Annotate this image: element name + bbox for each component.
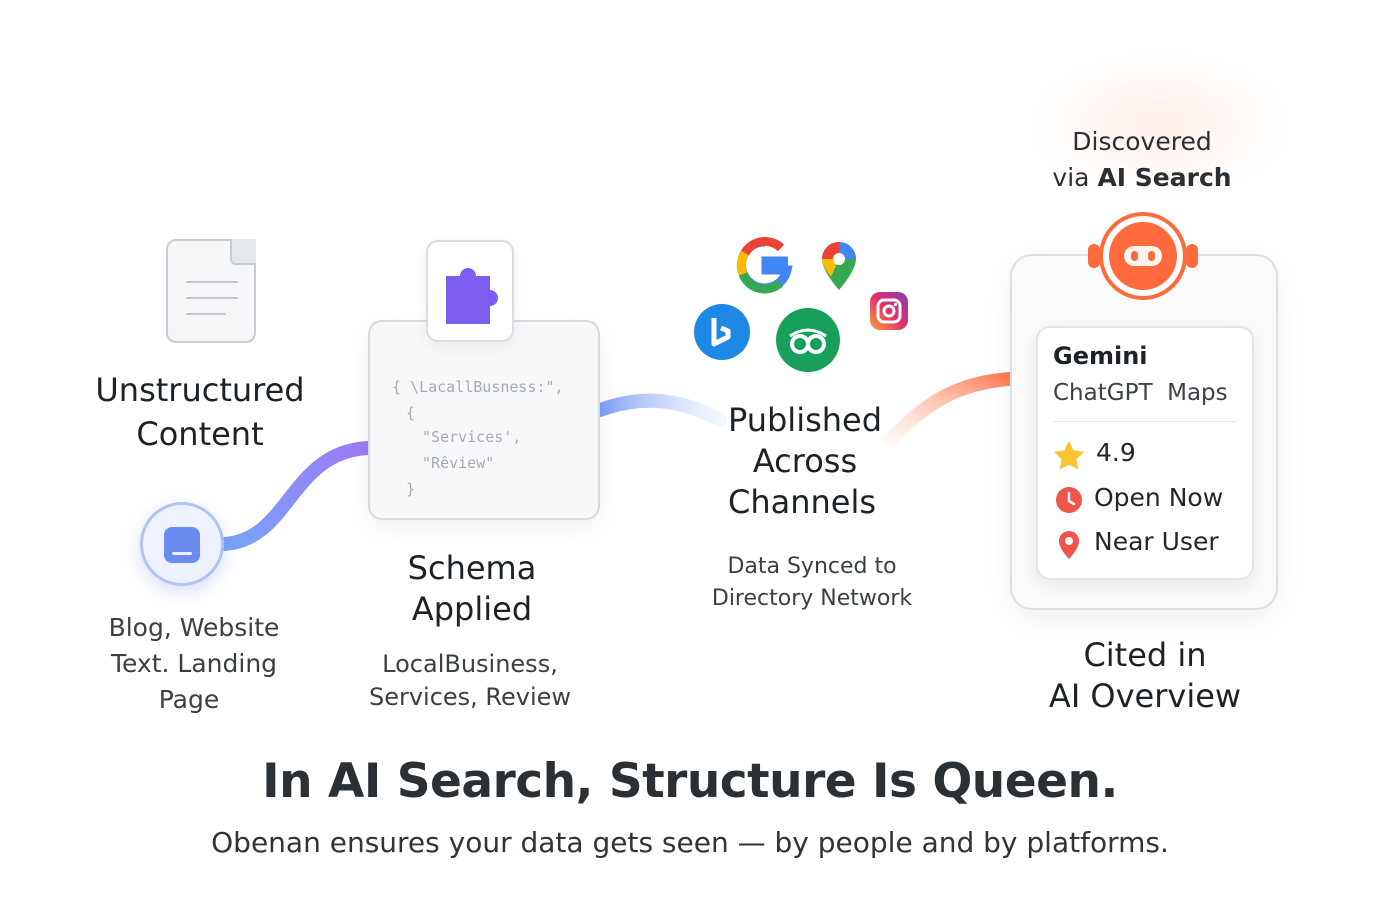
page-icon	[140, 502, 224, 586]
code-line: }	[406, 480, 416, 498]
ai-overview-title: Cited in AI Overview	[1048, 636, 1242, 715]
flow-curve-2	[593, 393, 727, 427]
rating-value: 4.9	[1096, 438, 1136, 467]
clock-icon	[1056, 487, 1082, 513]
code-line: { \LacallBusness:",	[392, 378, 564, 396]
schema-title: Schema Applied	[407, 549, 537, 628]
instagram-icon	[870, 292, 908, 330]
code-line: "Rêview"	[422, 454, 495, 472]
flow-curve-1	[217, 441, 375, 551]
google-maps-icon	[822, 242, 856, 290]
puzzle-icon-box	[426, 240, 514, 342]
google-icon	[736, 237, 793, 294]
star-icon	[1054, 441, 1084, 470]
published-title: Published Across Channels	[727, 401, 883, 521]
code-line: "Services',	[422, 428, 522, 446]
ai-glow	[1030, 50, 1290, 200]
location-label: Near User	[1094, 527, 1219, 556]
ai-card-divider	[1053, 421, 1237, 422]
open-status: Open Now	[1094, 483, 1224, 512]
tagline: Obenan ensures your data gets seen — by …	[211, 826, 1169, 859]
puzzle-icon	[446, 268, 498, 324]
unstructured-subtitle: Blog, Website Text. Landing Page	[108, 613, 280, 714]
robot-icon	[1088, 212, 1198, 300]
published-subtitle: Data Synced to Directory Network	[711, 554, 913, 611]
headline: In AI Search, Structure Is Queen.	[262, 754, 1118, 809]
ai-source-primary: Gemini	[1053, 342, 1148, 370]
unstructured-title: Unstructured Content	[95, 371, 305, 453]
pin-icon	[1059, 531, 1079, 559]
document-icon	[166, 239, 256, 343]
schema-subtitle: LocalBusiness, Services, Review	[368, 650, 572, 711]
code-line: {	[406, 404, 416, 422]
tripadvisor-icon	[776, 308, 840, 372]
discovered-label: Discovered via AI Search	[1052, 127, 1232, 192]
ai-source-secondary: ChatGPT Maps	[1053, 380, 1228, 406]
schema-code-card: { \LacallBusness:", { "Services', "Rêvie…	[368, 320, 600, 520]
bing-icon	[694, 304, 750, 360]
